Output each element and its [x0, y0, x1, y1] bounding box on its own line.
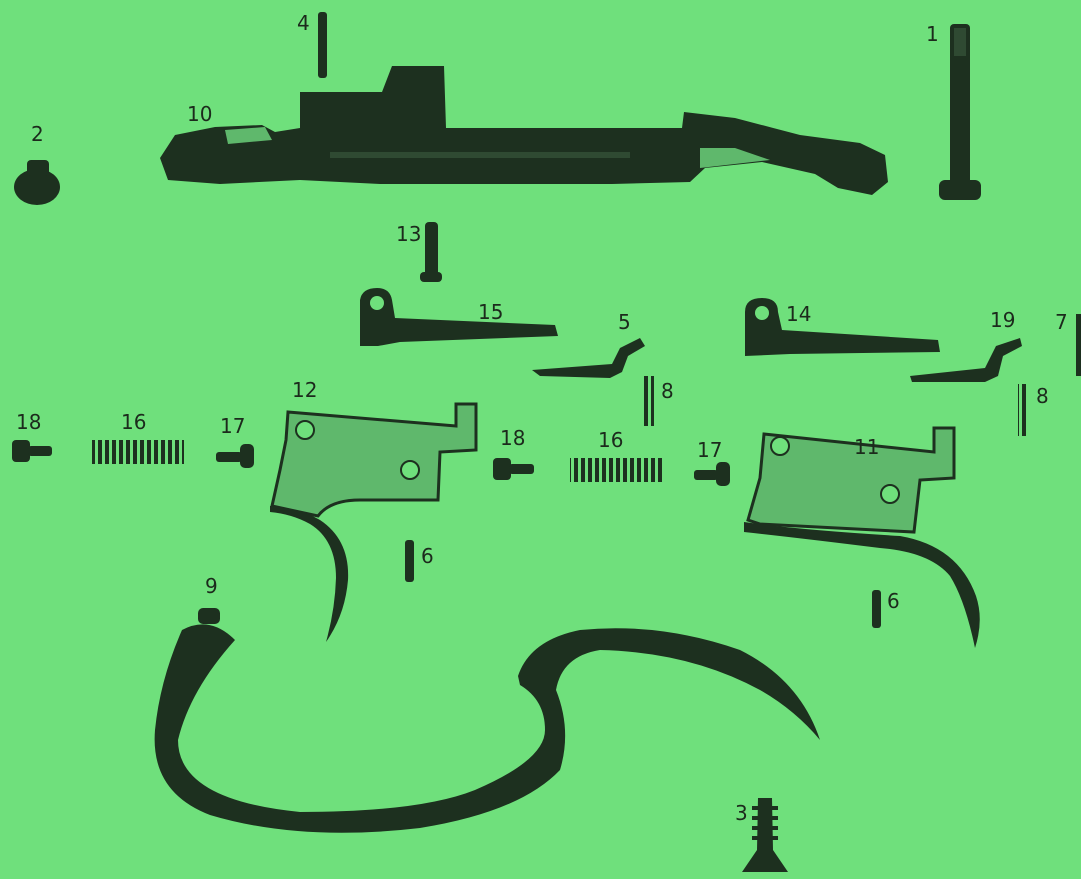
part-18-plunger-a — [12, 440, 52, 462]
label-17-a: 17 — [220, 416, 245, 436]
label-7: 7 — [1055, 312, 1068, 332]
label-11: 11 — [854, 437, 879, 457]
label-8-b: 8 — [1036, 386, 1049, 406]
label-10: 10 — [187, 104, 212, 124]
label-19: 19 — [990, 310, 1015, 330]
label-4: 4 — [297, 13, 310, 33]
part-10-frame — [160, 66, 888, 195]
part-16-spring-a — [92, 440, 184, 464]
label-16-b: 16 — [598, 430, 623, 450]
label-5: 5 — [618, 312, 631, 332]
part-1-screw — [939, 24, 981, 200]
part-18-plunger-b — [493, 458, 534, 480]
label-1: 1 — [926, 24, 939, 44]
part-13-screw — [420, 222, 442, 282]
label-17-b: 17 — [697, 440, 722, 460]
part-8-spring-b — [1018, 384, 1029, 436]
part-16-spring-b — [570, 458, 662, 482]
label-2: 2 — [31, 124, 44, 144]
part-2-cap — [14, 160, 60, 205]
part-11-trigger — [744, 428, 980, 648]
part-4-pin — [318, 12, 327, 78]
part-17-plunger-a — [216, 444, 254, 468]
label-14: 14 — [786, 304, 811, 324]
part-5-sear — [532, 338, 645, 378]
part-9-trigger-guard — [155, 608, 820, 833]
label-9: 9 — [205, 576, 218, 596]
label-18-b: 18 — [500, 428, 525, 448]
part-3-wood-screw — [742, 798, 788, 872]
part-7 — [1076, 314, 1081, 376]
label-6-b: 6 — [887, 591, 900, 611]
part-6-pin-a — [405, 540, 414, 582]
label-6-a: 6 — [421, 546, 434, 566]
label-12: 12 — [292, 380, 317, 400]
part-6-pin-b — [872, 590, 881, 628]
part-15-lever — [360, 288, 558, 346]
label-13: 13 — [396, 224, 421, 244]
label-16-a: 16 — [121, 412, 146, 432]
label-15: 15 — [478, 302, 503, 322]
part-8-spring-a — [643, 376, 654, 426]
label-3: 3 — [735, 803, 748, 823]
part-17-plunger-b — [694, 462, 730, 486]
label-18-a: 18 — [16, 412, 41, 432]
label-8-a: 8 — [661, 381, 674, 401]
part-12-trigger — [270, 404, 476, 642]
part-14-lever — [745, 298, 940, 356]
